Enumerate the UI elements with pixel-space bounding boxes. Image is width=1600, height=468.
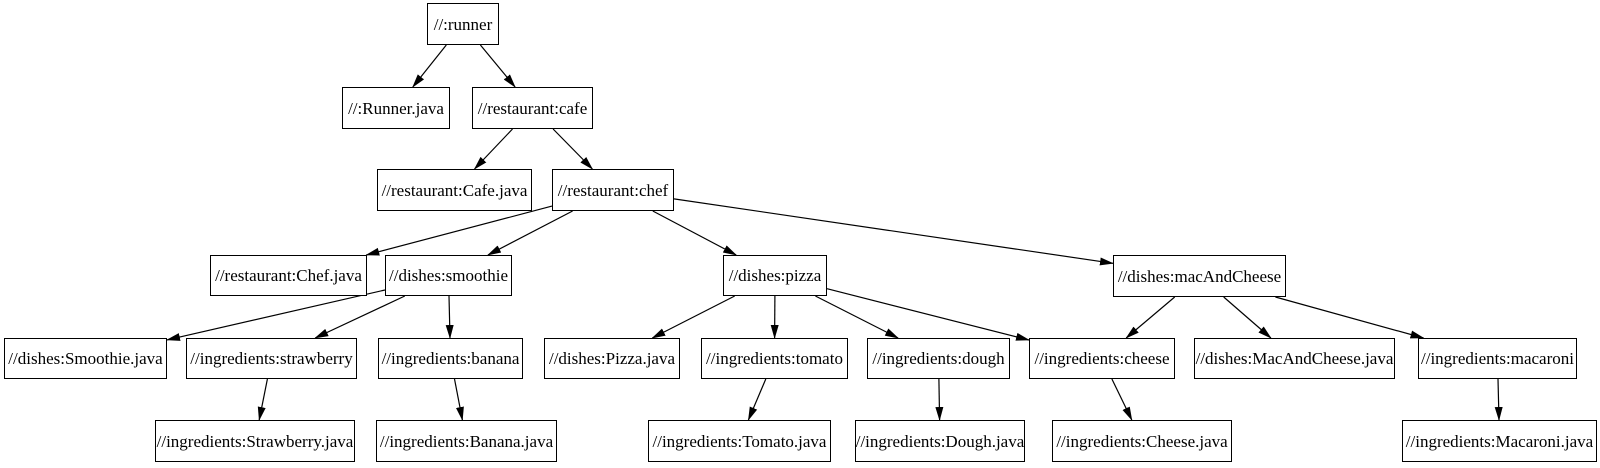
graph-node-macandcheese: //dishes:macAndCheese — [1113, 255, 1286, 297]
graph-edge-chef-macandcheese — [673, 198, 1114, 266]
graph-node-smoothie_java: //dishes:Smoothie.java — [4, 338, 167, 379]
graph-node-runner_java: //:Runner.java — [342, 87, 450, 129]
graph-edge-pizza-dough — [815, 295, 899, 339]
graph-edge-chef-smoothie — [487, 210, 573, 256]
graph-edge-smoothie-smoothie_java — [166, 289, 386, 341]
graph-node-banana: //ingredients:banana — [378, 338, 523, 379]
graph-edge-chef-pizza — [652, 210, 738, 256]
graph-node-strawberry_java: //ingredients:Strawberry.java — [155, 420, 355, 462]
graph-node-chef_java: //restaurant:Chef.java — [210, 255, 367, 296]
graph-node-tomato: //ingredients:tomato — [701, 338, 848, 379]
graph-node-cheese: //ingredients:cheese — [1029, 338, 1175, 379]
graph-edge-runner-runner_java — [412, 44, 447, 88]
graph-edge-group — [166, 44, 1503, 421]
graph-node-tomato_java: //ingredients:Tomato.java — [648, 420, 831, 462]
graph-node-banana_java: //ingredients:Banana.java — [376, 420, 557, 462]
graph-edge-banana-banana_java — [453, 378, 464, 421]
graph-node-smoothie: //dishes:smoothie — [385, 255, 512, 296]
graph-node-macandcheese_java: //dishes:MacAndCheese.java — [1194, 338, 1395, 379]
graph-edge-cafe-cafe_java — [473, 128, 513, 170]
graph-edge-macandcheese-cheese — [1125, 296, 1176, 339]
graph-node-macaroni_java: //ingredients:Macaroni.java — [1402, 420, 1597, 462]
graph-edge-strawberry-strawberry_java — [257, 378, 268, 421]
graph-edge-smoothie-banana — [445, 295, 454, 339]
graph-node-dough_java: //ingredients:Dough.java — [855, 420, 1025, 462]
graph-edge-smoothie-strawberry — [314, 295, 406, 339]
graph-node-macaroni: //ingredients:macaroni — [1418, 338, 1577, 379]
graph-edge-tomato-tomato_java — [747, 378, 767, 421]
graph-edge-dough-dough_java — [935, 378, 944, 421]
graph-edge-chef-chef_java — [365, 205, 553, 256]
graph-node-pizza: //dishes:pizza — [723, 255, 827, 296]
graph-node-cafe_java: //restaurant:Cafe.java — [377, 169, 532, 211]
graph-node-pizza_java: //dishes:Pizza.java — [544, 338, 680, 379]
graph-node-cafe: //restaurant:cafe — [472, 87, 593, 129]
graph-node-strawberry: //ingredients:strawberry — [186, 338, 357, 379]
graph-edge-cafe-chef — [552, 128, 594, 170]
graph-edge-macaroni-macaroni_java — [1494, 378, 1503, 421]
graph-edge-cheese-cheese_java — [1111, 378, 1133, 421]
graph-edge-macandcheese-macaroni — [1275, 296, 1425, 339]
graph-edge-macandcheese-macandcheese_java — [1223, 296, 1272, 339]
graph-edge-pizza-cheese — [826, 288, 1030, 341]
graph-node-runner: //:runner — [427, 3, 499, 45]
graph-node-chef: //restaurant:chef — [552, 169, 674, 211]
graph-node-cheese_java: //ingredients:Cheese.java — [1052, 420, 1232, 462]
graph-edge-pizza-pizza_java — [651, 295, 735, 339]
graph-node-dough: //ingredients:dough — [867, 338, 1010, 379]
graph-edge-runner-cafe — [479, 44, 516, 88]
